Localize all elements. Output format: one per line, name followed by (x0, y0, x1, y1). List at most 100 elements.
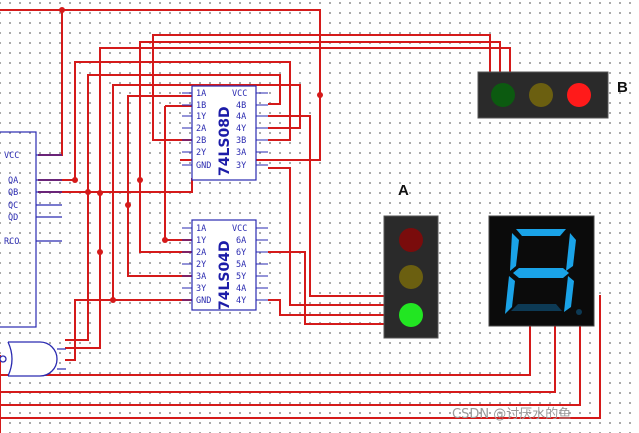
wire-gnd (65, 299, 192, 361)
and-pin-r5: 3B (236, 136, 246, 146)
counter-pin-qb: QB (8, 188, 18, 198)
wire-and-3y (268, 167, 384, 306)
and-pin-l5: 2B (196, 136, 206, 146)
not-pin-l6: 3Y (196, 284, 206, 294)
wire-seg-1 (0, 325, 531, 376)
counter-pin-qd: QD (8, 213, 18, 223)
junction (85, 189, 91, 195)
segment-dp (576, 309, 582, 315)
not-pin-r2: 6A (236, 236, 246, 246)
lamp-b-yellow (529, 83, 553, 107)
wire-x2 (127, 95, 192, 205)
counter-body (0, 131, 37, 328)
counter-pin-lines (36, 154, 62, 242)
and-pin-r3: 4A (236, 112, 246, 122)
junction (97, 190, 103, 196)
wire-b-yellow (139, 41, 501, 180)
traffic-light-a: A (383, 182, 439, 339)
counter-ic: VCC QA QB QC QD RCO (0, 131, 62, 328)
wire-nand-out (65, 192, 89, 341)
junction (59, 7, 65, 13)
lamp-a-green (399, 303, 423, 327)
segment-d (511, 304, 562, 311)
segment-e (505, 276, 515, 314)
wire-x4 (152, 68, 192, 141)
not-pin-r5: 5Y (236, 272, 246, 282)
chip-and-pins (182, 92, 268, 166)
wire-b-red (152, 34, 491, 72)
lamp-a-red (399, 228, 423, 252)
wire-qc-nand (65, 193, 101, 349)
counter-pin-vcc: VCC (4, 151, 19, 161)
chip-and-body (191, 85, 257, 181)
wire-seg-3 (0, 325, 581, 406)
wire-not-6y (268, 251, 384, 325)
wire-b-green (99, 47, 511, 193)
wire-x5 (164, 106, 192, 241)
not-pin-l4: 2Y (196, 260, 206, 270)
wire-qa (38, 61, 291, 181)
not-pin-l2: 1Y (196, 236, 206, 246)
chip-74ls08d: 1A 1B 1Y 2A 2B 2Y GND VCC 4B 4A 4Y 3B 3A… (182, 85, 268, 181)
junction (110, 297, 116, 303)
not-pin-r3: 6Y (236, 248, 246, 258)
wire-not-out (268, 299, 384, 316)
lamp-a-yellow (399, 265, 423, 289)
and-pin-r4: 4Y (236, 124, 246, 134)
not-pin-r1: VCC (232, 224, 247, 234)
wire-x7 (127, 205, 192, 277)
wire-seg-2 (0, 325, 556, 393)
wire-seg-4 (0, 295, 601, 419)
wire-x1 (112, 84, 301, 300)
segment-g (513, 268, 569, 278)
chip-not-pins (182, 227, 268, 301)
segment-b (566, 233, 576, 271)
and-pin-l4: 2A (196, 124, 206, 134)
traffic-light-a-label: A (398, 182, 409, 199)
and-pin-l2: 1B (196, 101, 206, 111)
lamp-b-green (491, 83, 515, 107)
and-pin-l6: 2Y (196, 148, 206, 158)
and-pin-r1: VCC (232, 89, 247, 99)
junction (72, 177, 78, 183)
and-pin-l1: 1A (196, 89, 206, 99)
segment-f (510, 233, 519, 271)
counter-pin-qc: QC (8, 201, 18, 211)
not-pin-r6: 4A (236, 284, 246, 294)
not-pin-l1: 1A (196, 224, 206, 234)
and-pin-r2: 4B (236, 101, 246, 111)
junction (162, 237, 168, 243)
chip-74ls04d: 1A 1Y 2A 2Y 3A 3Y GND VCC 6A 6Y 5A 5Y 4A… (182, 219, 268, 311)
junction (137, 177, 143, 183)
counter-pin-rco: RCO (4, 237, 19, 247)
and-pin-l3: 1Y (196, 112, 206, 122)
traffic-light-b-label: B (617, 79, 628, 96)
segment-c (564, 276, 574, 312)
junctions (59, 7, 323, 303)
wires (0, 9, 601, 433)
wire-and-4y (268, 115, 384, 297)
not-pin-l7: GND (196, 296, 211, 306)
counter-pin-qa: QA (8, 176, 18, 186)
chip-not-name: 74LS04D (217, 240, 233, 310)
seven-segment-display (488, 215, 595, 327)
lamp-b-red (567, 83, 591, 107)
and-pin-l7: GND (196, 161, 211, 171)
not-pin-l5: 3A (196, 272, 206, 282)
junction (317, 92, 323, 98)
junction (125, 202, 131, 208)
traffic-light-b: B (477, 71, 628, 119)
watermark: CSDN @讨厌水的鱼 (452, 406, 571, 422)
not-pin-r7: 4Y (236, 296, 246, 306)
wire-x6 (139, 180, 192, 253)
segment-a (516, 229, 566, 236)
junction (97, 249, 103, 255)
chip-and-name: 74LS08D (217, 106, 233, 176)
not-pin-l3: 2A (196, 248, 206, 258)
nand-gate (0, 341, 66, 377)
not-pin-r4: 5A (236, 260, 246, 270)
and-pin-r6: 3A (236, 148, 246, 158)
and-pin-r7: 3Y (236, 161, 246, 171)
wire-vcc-drop (38, 10, 63, 156)
